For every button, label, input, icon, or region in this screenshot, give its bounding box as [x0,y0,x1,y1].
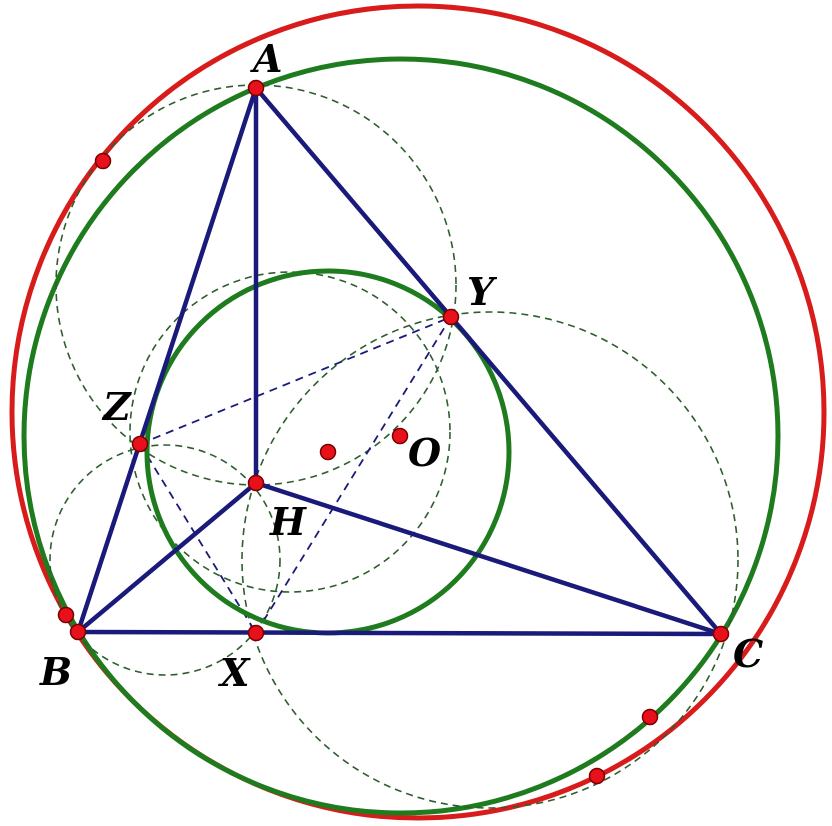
point-red-upper-left [94,152,112,170]
point-center-small [319,443,337,461]
side-ac [253,85,724,637]
side-ab [75,85,259,635]
point-c [712,625,730,643]
dashed-circle-yc [241,311,739,809]
points [57,79,730,785]
label-h: H [269,499,307,544]
point-o [391,427,409,445]
point-green-lower-right [641,708,659,726]
dashed-circles [49,84,739,809]
point-x [247,624,265,642]
point-b [69,623,87,641]
labels: A B C X Y Z H O [39,36,763,695]
segment-hc [253,480,724,637]
point-z [131,435,149,453]
point-h [247,474,265,492]
point-y [442,308,460,326]
dashed-line-zx [139,443,257,634]
red-circle [9,3,827,821]
dashed-lines [139,316,452,634]
dashed-circle-zx [129,271,451,593]
point-red-lower-right [588,767,606,785]
label-b: B [39,649,72,694]
point-a [247,79,265,97]
label-a: A [250,36,282,81]
triangle-lines [75,85,724,637]
label-c: C [733,631,763,676]
point-red-left [57,606,75,624]
label-x: X [218,650,251,695]
label-y: Y [467,269,498,314]
label-z: Z [101,384,132,429]
side-bc [75,629,724,637]
segment-bh [75,480,259,635]
label-o: O [408,430,441,475]
dashed-circle-bh [49,444,281,676]
large-green-circle [21,56,781,816]
dashed-line-xy [255,316,452,634]
